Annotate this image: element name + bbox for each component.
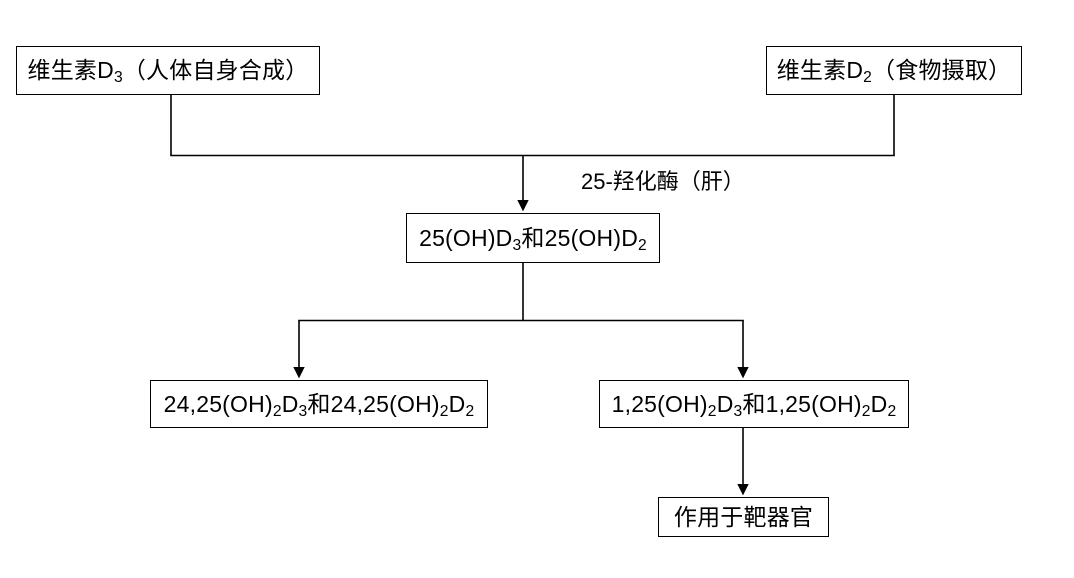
node-vitamin-d3: 维生素D3（人体自身合成）	[16, 46, 320, 95]
node-25-oh-label: 25(OH)D3和25(OH)D2	[419, 224, 647, 254]
node-25-oh-d3-and-25-oh-d2: 25(OH)D3和25(OH)D2	[406, 213, 660, 263]
node-vitamin-d2-label: 维生素D2（食物摄取）	[776, 57, 1012, 87]
node-acts-on-target-organ: 作用于靶器官	[658, 497, 829, 537]
node-vitamin-d3-label: 维生素D3（人体自身合成）	[27, 57, 309, 87]
node-1-25-oh2-label: 1,25(OH)2D3和1,25(OH)2D2	[611, 390, 897, 420]
node-target-organ-label: 作用于靶器官	[673, 503, 814, 530]
node-24-25-oh2-d3-and-24-25-oh2-d2: 24,25(OH)2D3和24,25(OH)2D2	[150, 380, 488, 428]
node-24-25-oh2-label: 24,25(OH)2D3和24,25(OH)2D2	[163, 390, 475, 420]
node-1-25-oh2-d3-and-1-25-oh2-d2: 1,25(OH)2D3和1,25(OH)2D2	[599, 380, 909, 428]
node-vitamin-d2: 维生素D2（食物摄取）	[766, 46, 1022, 95]
edge-label-25-hydroxylase-liver: 25-羟化酶（肝）	[581, 169, 745, 194]
